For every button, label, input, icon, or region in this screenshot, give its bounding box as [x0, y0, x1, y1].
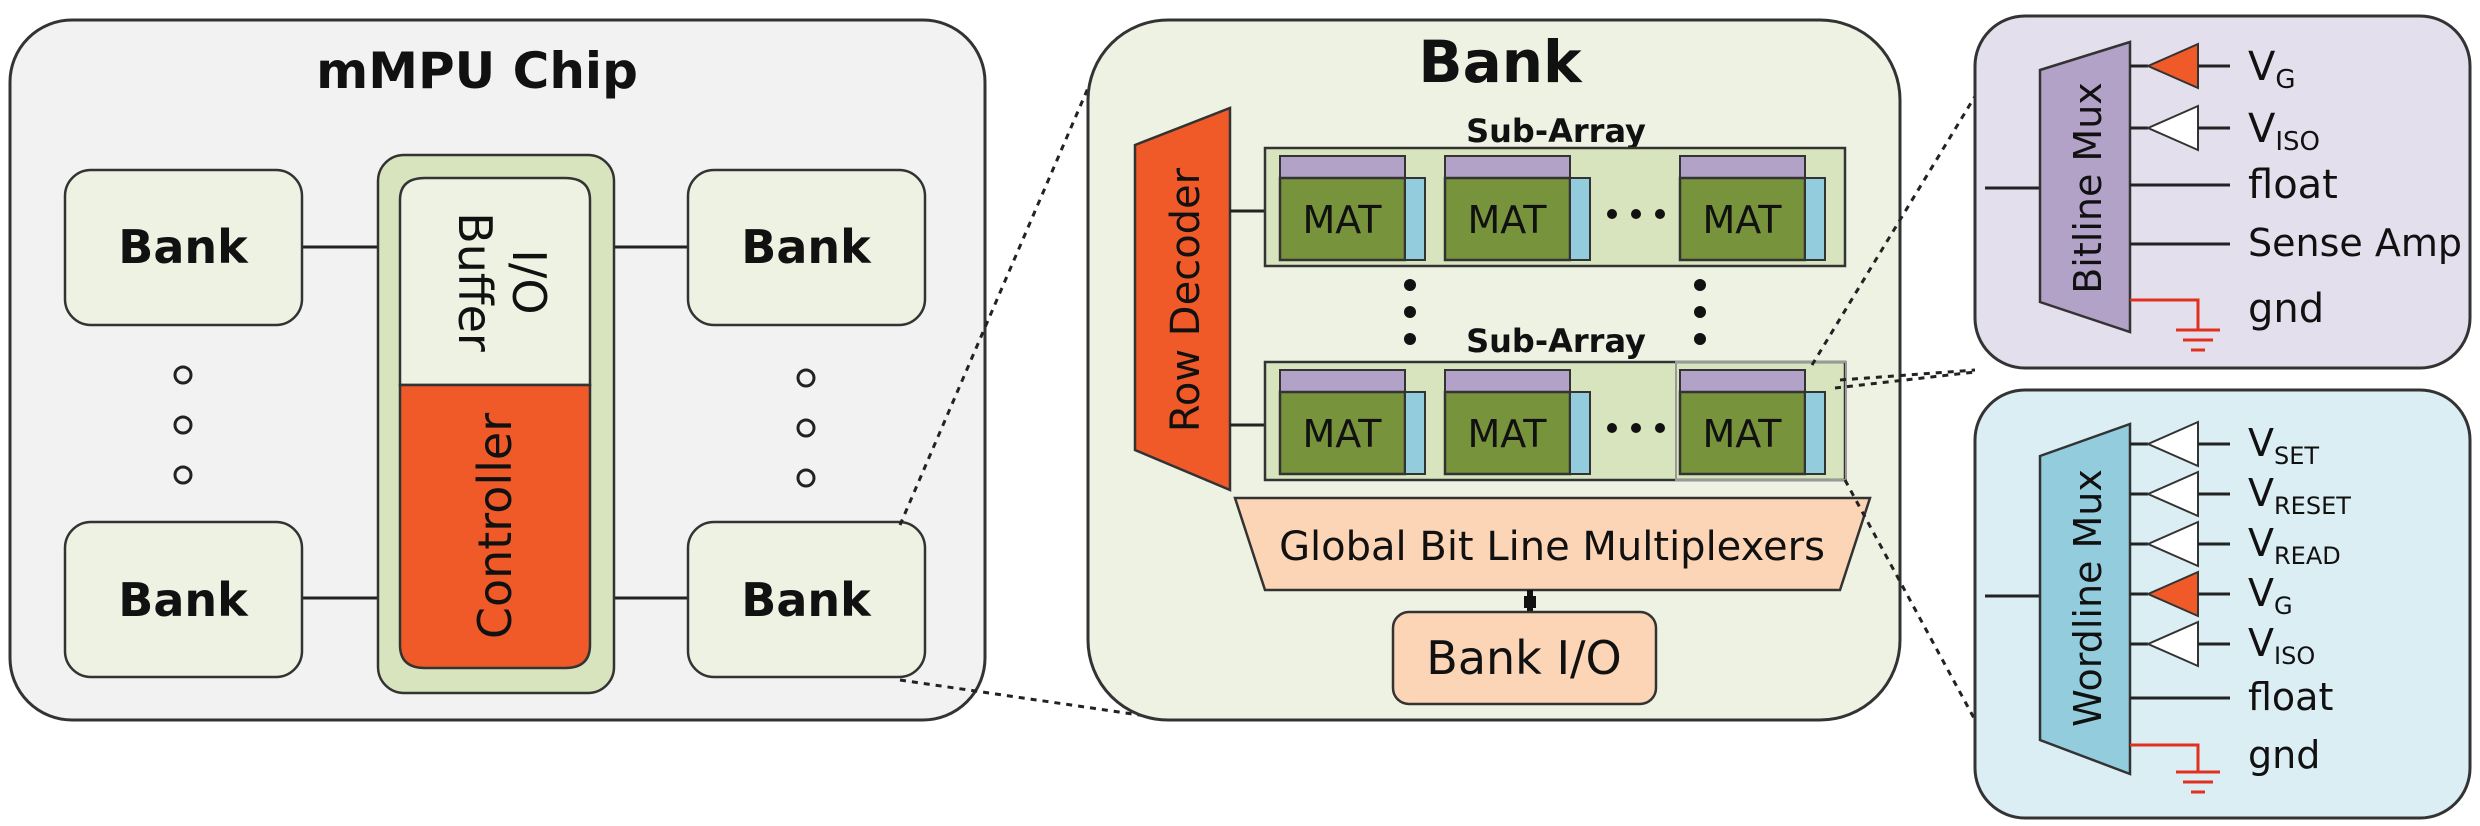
bank-label: Bank: [118, 220, 249, 274]
chip-ellipsis-right: [796, 368, 816, 488]
svg-text:MAT: MAT: [1467, 198, 1547, 242]
bitline-input-sense-amp: Sense Amp: [2248, 221, 2462, 265]
mat-top-1: MAT: [1278, 155, 1426, 262]
bank-label: Bank: [741, 573, 872, 627]
mat-ellipsis-bottom: [1607, 423, 1665, 433]
row-decoder-label: Row Decoder: [1163, 167, 1209, 432]
bank-title: Bank: [1418, 28, 1583, 96]
wordline-mux-label: Wordline Mux: [2066, 469, 2110, 727]
row-decoder: [1133, 106, 1232, 492]
svg-text:MAT: MAT: [1702, 412, 1782, 456]
mat-top-2: MAT: [1443, 155, 1591, 262]
wordline-ground-wire: [2130, 743, 2200, 772]
mat-top-3: MAT: [1678, 155, 1826, 262]
controller-label: Controller: [468, 413, 522, 639]
svg-text:Wordline Mux: Wordline Mux: [2066, 469, 2110, 727]
mat-bottom-1: MAT: [1278, 369, 1426, 476]
bank-label: Bank: [741, 220, 872, 274]
bitline-input-vg: VG: [2248, 44, 2296, 95]
svg-text:MAT: MAT: [1702, 198, 1782, 242]
chip-bank-bottom-left: Bank: [63, 520, 304, 679]
svg-text:MAT: MAT: [1302, 412, 1382, 456]
svg-text:Bitline Mux: Bitline Mux: [2066, 82, 2110, 294]
zoom-lines-bank-to-muxes: [1810, 87, 1982, 721]
svg-text:Controller: Controller: [468, 413, 522, 639]
bitline-ground-icon: [2176, 328, 2220, 352]
subarray-bottom-label: Sub-Array: [1466, 322, 1646, 360]
svg-text:Buffer: Buffer: [448, 212, 502, 352]
subarray-ellipsis: [1404, 279, 1706, 345]
bitline-input-float: float: [2248, 162, 2338, 208]
svg-text:I/O: I/O: [502, 249, 556, 314]
mat-bottom-2: MAT: [1443, 369, 1591, 476]
mat-bottom-3: MAT: [1678, 369, 1826, 476]
bitline-mux-panel: Bitline Mux VG VISO float Sense Amp gnd: [1973, 14, 2472, 370]
bank-io-label: Bank I/O: [1426, 631, 1621, 685]
io-buffer-label: I/O Buffer: [448, 212, 556, 352]
chip-ellipsis-left: [173, 365, 193, 485]
svg-text:MAT: MAT: [1467, 412, 1547, 456]
bitline-ground-wire: [2130, 298, 2200, 330]
wordline-input-float: float: [2248, 675, 2333, 719]
bitline-mux: [2038, 40, 2132, 334]
wordline-input-viso: VISO: [2248, 621, 2315, 670]
bitline-mux-label: Bitline Mux: [2066, 82, 2110, 294]
wordline-mux-panel: Wordline Mux VSET VRESET VREAD VG VISO f…: [1973, 388, 2472, 820]
mat-ellipsis-top: [1607, 209, 1665, 219]
chip-bank-bottom-right: Bank: [686, 520, 927, 679]
chip-title: mMPU Chip: [316, 42, 638, 100]
wordline-mux: [2038, 422, 2132, 776]
wordline-input-vset: VSET: [2248, 421, 2319, 470]
bitline-input-gnd: gnd: [2248, 286, 2324, 332]
bank-label: Bank: [118, 573, 249, 627]
bank-io: [1391, 610, 1658, 706]
wordline-input-vreset: VRESET: [2248, 471, 2351, 520]
chip-bank-top-right: Bank: [686, 168, 927, 327]
wordline-ground-icon: [2176, 770, 2220, 794]
svg-text:MAT: MAT: [1302, 198, 1382, 242]
zoom-source-outline: [1675, 361, 1847, 481]
wordline-input-vread: VREAD: [2248, 521, 2341, 570]
wordline-input-vg: VG: [2248, 571, 2293, 620]
zoom-lines-chip-to-bank: [898, 87, 1161, 720]
global-bitline-mux-label: Global Bit Line Multiplexers: [1279, 524, 1825, 570]
global-bitline-mux: [1233, 496, 1872, 592]
bitline-input-viso: VISO: [2248, 106, 2320, 157]
subarray-top-label: Sub-Array: [1466, 112, 1646, 150]
mmpu-chip-panel: mMPU Chip Bank Bank Bank Bank: [8, 18, 987, 722]
controller-block: [398, 383, 592, 670]
bank-panel: Bank Row Decoder Sub-Array MAT MAT M: [1086, 18, 1902, 722]
svg-text:Row Decoder: Row Decoder: [1163, 167, 1209, 432]
wordline-input-gnd: gnd: [2248, 733, 2320, 777]
chip-bank-top-left: Bank: [63, 168, 304, 327]
